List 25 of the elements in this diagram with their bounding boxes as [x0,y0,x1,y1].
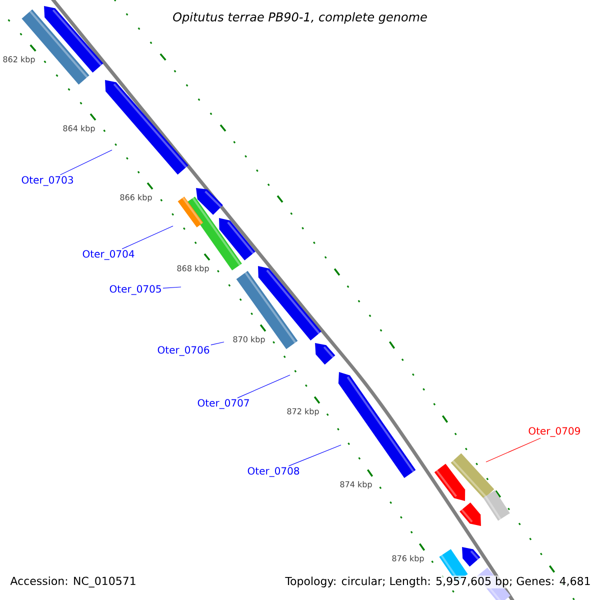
genome-info-text: Topology: circular; Length: 5,957,605 bp; Genes: 4,681 [284,576,592,588]
gene-label: Oter_0707 [198,399,249,409]
leader-line [60,150,112,176]
gene-label: Oter_0706 [158,346,210,356]
leader-line [288,444,342,466]
gene-label: Oter_0708 [248,467,300,477]
accession-text: Accession: NC_010571 [9,576,138,588]
leader-line [210,342,224,346]
leader-line [122,226,174,250]
tick-label: 862 kbp [3,56,35,64]
tick-label: 874 kbp [340,481,372,489]
gene-label: Oter_0704 [82,250,134,260]
gene-label: Oter_0703 [22,176,73,186]
tick-label: 876 kbp [392,555,424,563]
tick-label: 870 kbp [233,336,265,344]
leader-line [237,374,290,398]
tick-label: 868 kbp [177,265,209,273]
tick-label: 864 kbp [63,125,95,133]
tick-label: 866 kbp [120,194,152,202]
leader-line [162,286,182,288]
gene-label: Oter_0709 [528,427,580,437]
gene-label: Oter_0705 [110,285,161,295]
title: Opitutus terrae PB90-1, complete genome [173,12,427,24]
tick-label: 872 kbp [287,408,319,416]
leader-line [486,438,541,462]
